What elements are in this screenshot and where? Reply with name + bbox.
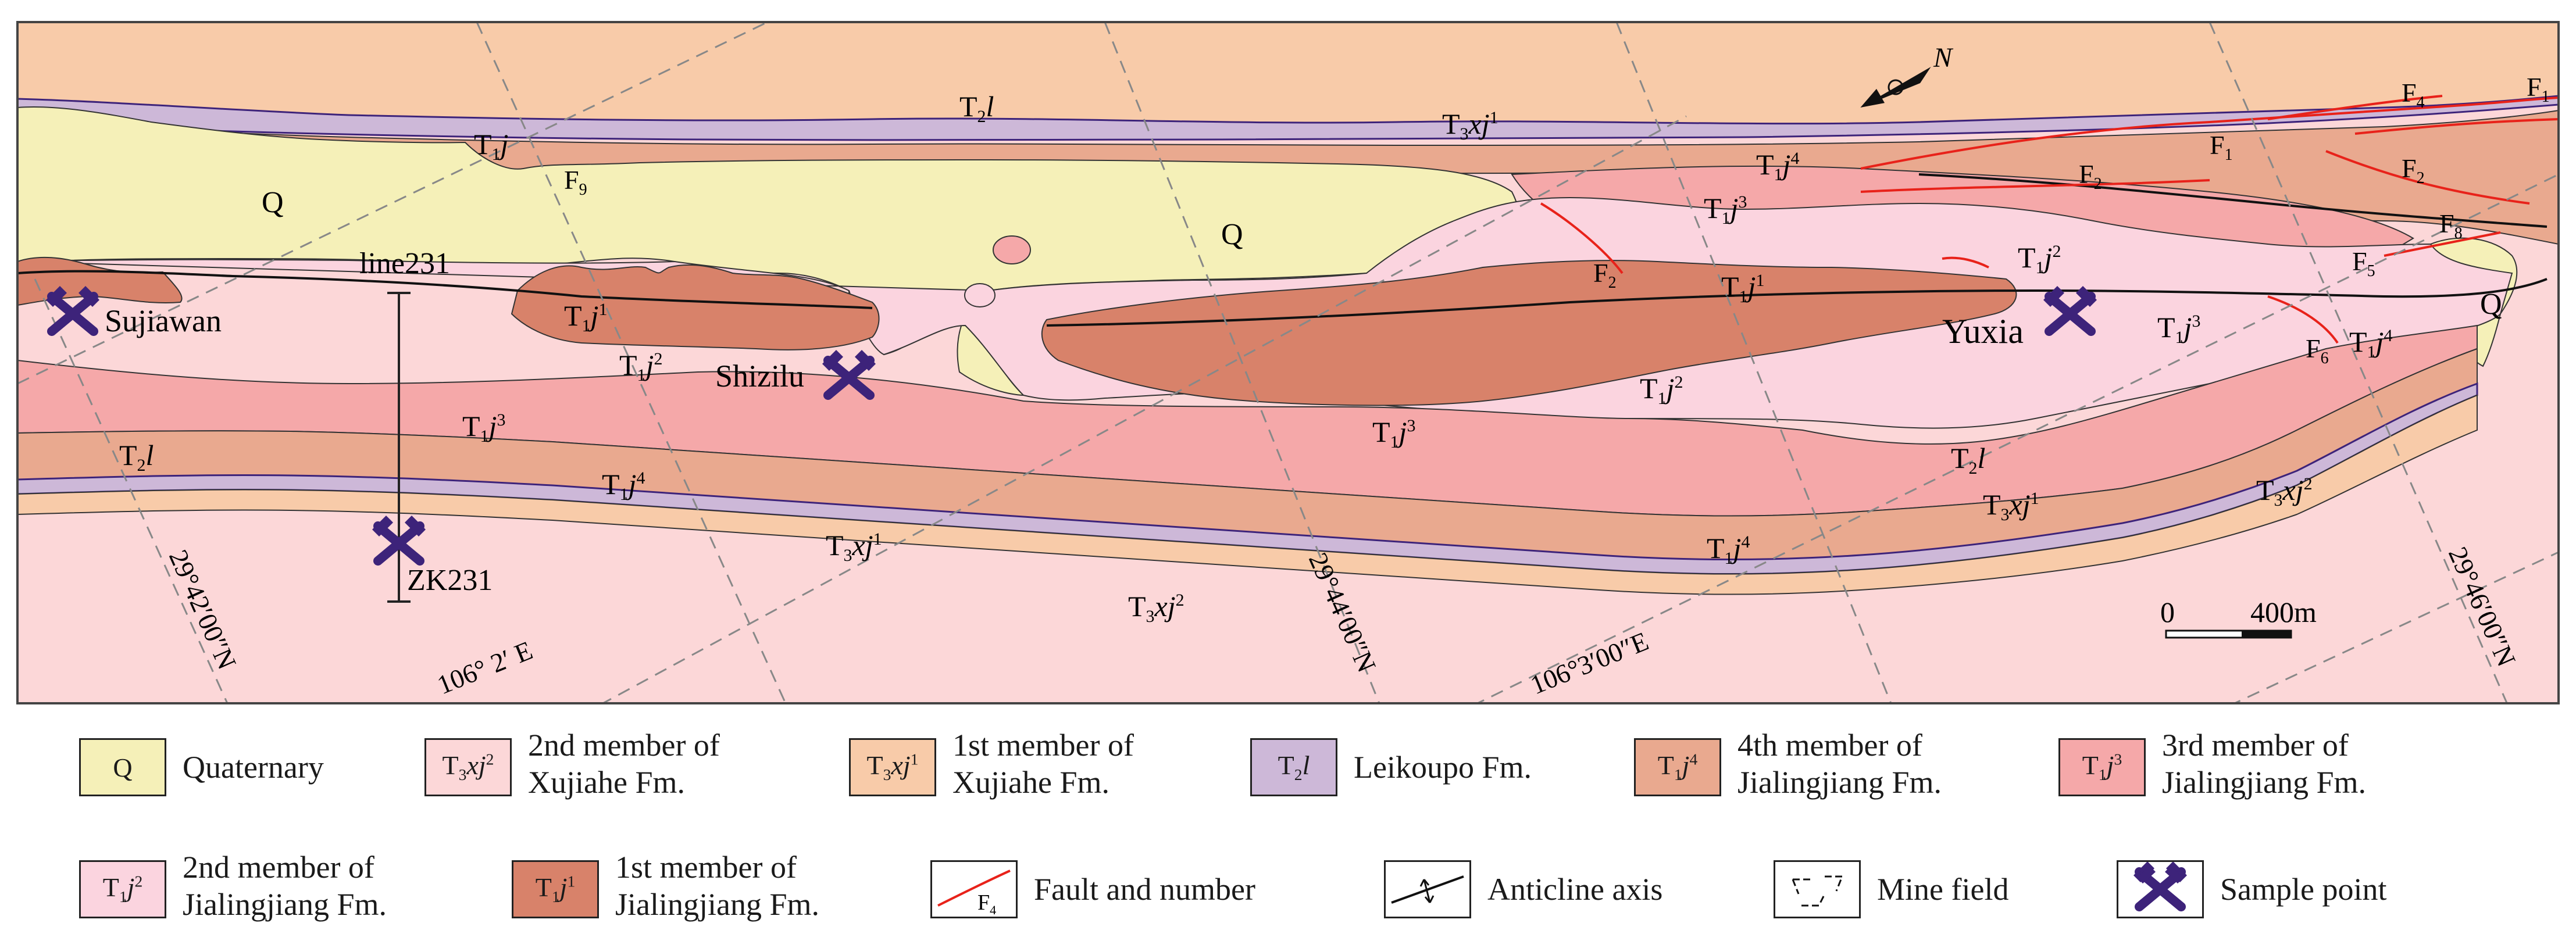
unit-t1j-label-2: T1j4 — [1756, 148, 1799, 184]
legend-swatch-minefield — [1774, 860, 1861, 918]
unit-t1j-label-7: T1j2 — [619, 349, 662, 385]
legend-swatch-anticline — [1384, 860, 1471, 918]
unit-t3xj1-upper — [17, 22, 2559, 134]
legend-label-t1j1: 1st member of Jialingjiang Fm. — [615, 850, 819, 922]
legend-label-q: Quaternary — [183, 750, 324, 785]
legend-swatch-t1j1: T1j1 — [512, 860, 599, 918]
anticline-axis-west — [17, 270, 873, 309]
legend-label-t3xj2: 2nd member of Xujiahe Fm. — [528, 728, 720, 800]
legend-label-minefield: Mine field — [1877, 872, 2009, 907]
unit-t1j-label-12: T1j4 — [2349, 325, 2392, 362]
unit-t1j1-east — [1041, 260, 2017, 406]
fault-line-icon: F4 — [937, 870, 1011, 917]
legend-label-fault: Fault and number — [1034, 872, 1255, 907]
unit-label-q-central: Q — [1221, 218, 1243, 251]
place-sujiawan: Sujiawan — [105, 303, 222, 338]
unit-symbol-labels: T2l T3xj1 T1j T1j4 T1j3 T1j1 T1j1 T1j2 T… — [119, 90, 2392, 626]
legend-label-t2l: Leikoupo Fm. — [1354, 750, 1532, 785]
unit-q-blob-2 — [964, 283, 996, 307]
sample-point-icon — [2118, 862, 2202, 917]
unit-t1j-label-11: T1j3 — [2157, 311, 2200, 347]
fault-lines — [1540, 95, 2559, 344]
scale-distance: 400m — [2250, 596, 2317, 628]
unit-label-q-west: Q — [262, 186, 284, 219]
legend-label-t3xj1: 1st member of Xujiahe Fm. — [952, 728, 1134, 800]
unit-t1j-label-8: T1j2 — [1640, 372, 1683, 408]
geological-map: N 0 400m Sujiawan Shizilu Yuxia line231 … — [16, 21, 2560, 704]
fault-label-f1-mid: F1 — [2210, 130, 2233, 164]
label-line231: line231 — [359, 247, 450, 280]
legend-label-t1j4: 4th member of Jialingjiang Fm. — [1737, 728, 1942, 800]
unit-t3xj1-lower — [17, 394, 2478, 595]
place-yuxia: Yuxia — [1942, 312, 2024, 350]
legend-swatch-q: Q — [79, 738, 166, 796]
fault-numbers: F9 F2 F2 F1 F2 F4 F1 F8 F5 F6 — [564, 72, 2550, 367]
unit-t2l-label-east: T2l — [1951, 442, 1985, 478]
north-label: N — [1933, 42, 1954, 73]
unit-label-q-east: Q — [2480, 288, 2502, 321]
scale-bar — [2165, 629, 2292, 639]
unit-t1j-label-1: T1j — [474, 128, 508, 164]
unit-t3xj1-label-lower: T3xj1 — [826, 529, 882, 565]
map-frame — [16, 21, 2560, 704]
unit-t3xj2-label-east: T3xj2 — [2256, 474, 2313, 510]
unit-t3xj1-label-east: T3xj1 — [1983, 488, 2039, 524]
unit-q-blob — [993, 235, 1031, 264]
place-shizilu: Shizilu — [715, 359, 804, 393]
unit-t3xj2-label-south: T3xj2 — [1128, 590, 1184, 626]
unit-labels: Q Q Q — [262, 186, 2502, 321]
fault-label-f6: F6 — [2306, 334, 2329, 367]
legend-label-sample: Sample point — [2220, 872, 2387, 907]
label-zk231: ZK231 — [407, 564, 493, 597]
legend-swatch-t3xj2: T3xj2 — [424, 738, 512, 796]
legend-swatch-sample — [2117, 860, 2204, 918]
legend-swatch-t1j2: T1j2 — [79, 860, 166, 918]
legend: Q Quaternary T3xj2 2nd member of Xujiahe… — [0, 715, 2576, 948]
legend-label-t1j3: 3rd member of Jialingjiang Fm. — [2162, 728, 2366, 800]
legend-label-t1j2: 2nd member of Jialingjiang Fm. — [183, 850, 387, 922]
scale-zero: 0 — [2160, 596, 2175, 628]
unit-t2l-label-top: T2l — [959, 90, 994, 126]
unit-t1j-label-4: T1j1 — [564, 299, 607, 335]
anticline-axis-icon — [1391, 875, 1464, 904]
mine-field-icon — [1792, 875, 1844, 907]
legend-swatch-t2l: T2l — [1250, 738, 1337, 796]
coordinate-dashed-lines — [17, 22, 2559, 703]
unit-t2l-label-west: T2l — [119, 439, 154, 475]
unit-t3xj1-label-top: T3xj1 — [1442, 108, 1498, 144]
legend-swatch-t1j3: T1j3 — [2058, 738, 2146, 796]
legend-swatch-t1j4: T1j4 — [1634, 738, 1721, 796]
anticline-axis-north — [1918, 173, 2548, 228]
svg-text:F4: F4 — [977, 890, 996, 917]
legend-swatch-fault: F4 — [930, 860, 1018, 918]
legend-label-anticline: Anticline axis — [1487, 872, 1663, 907]
fault-label-f1: F1 — [2527, 72, 2550, 106]
fault-label-f2-east: F2 — [2402, 153, 2425, 187]
anticline-axis-east — [1046, 278, 2548, 327]
unit-t1j1-central — [511, 264, 880, 350]
legend-swatch-t3xj1: T3xj1 — [849, 738, 936, 796]
